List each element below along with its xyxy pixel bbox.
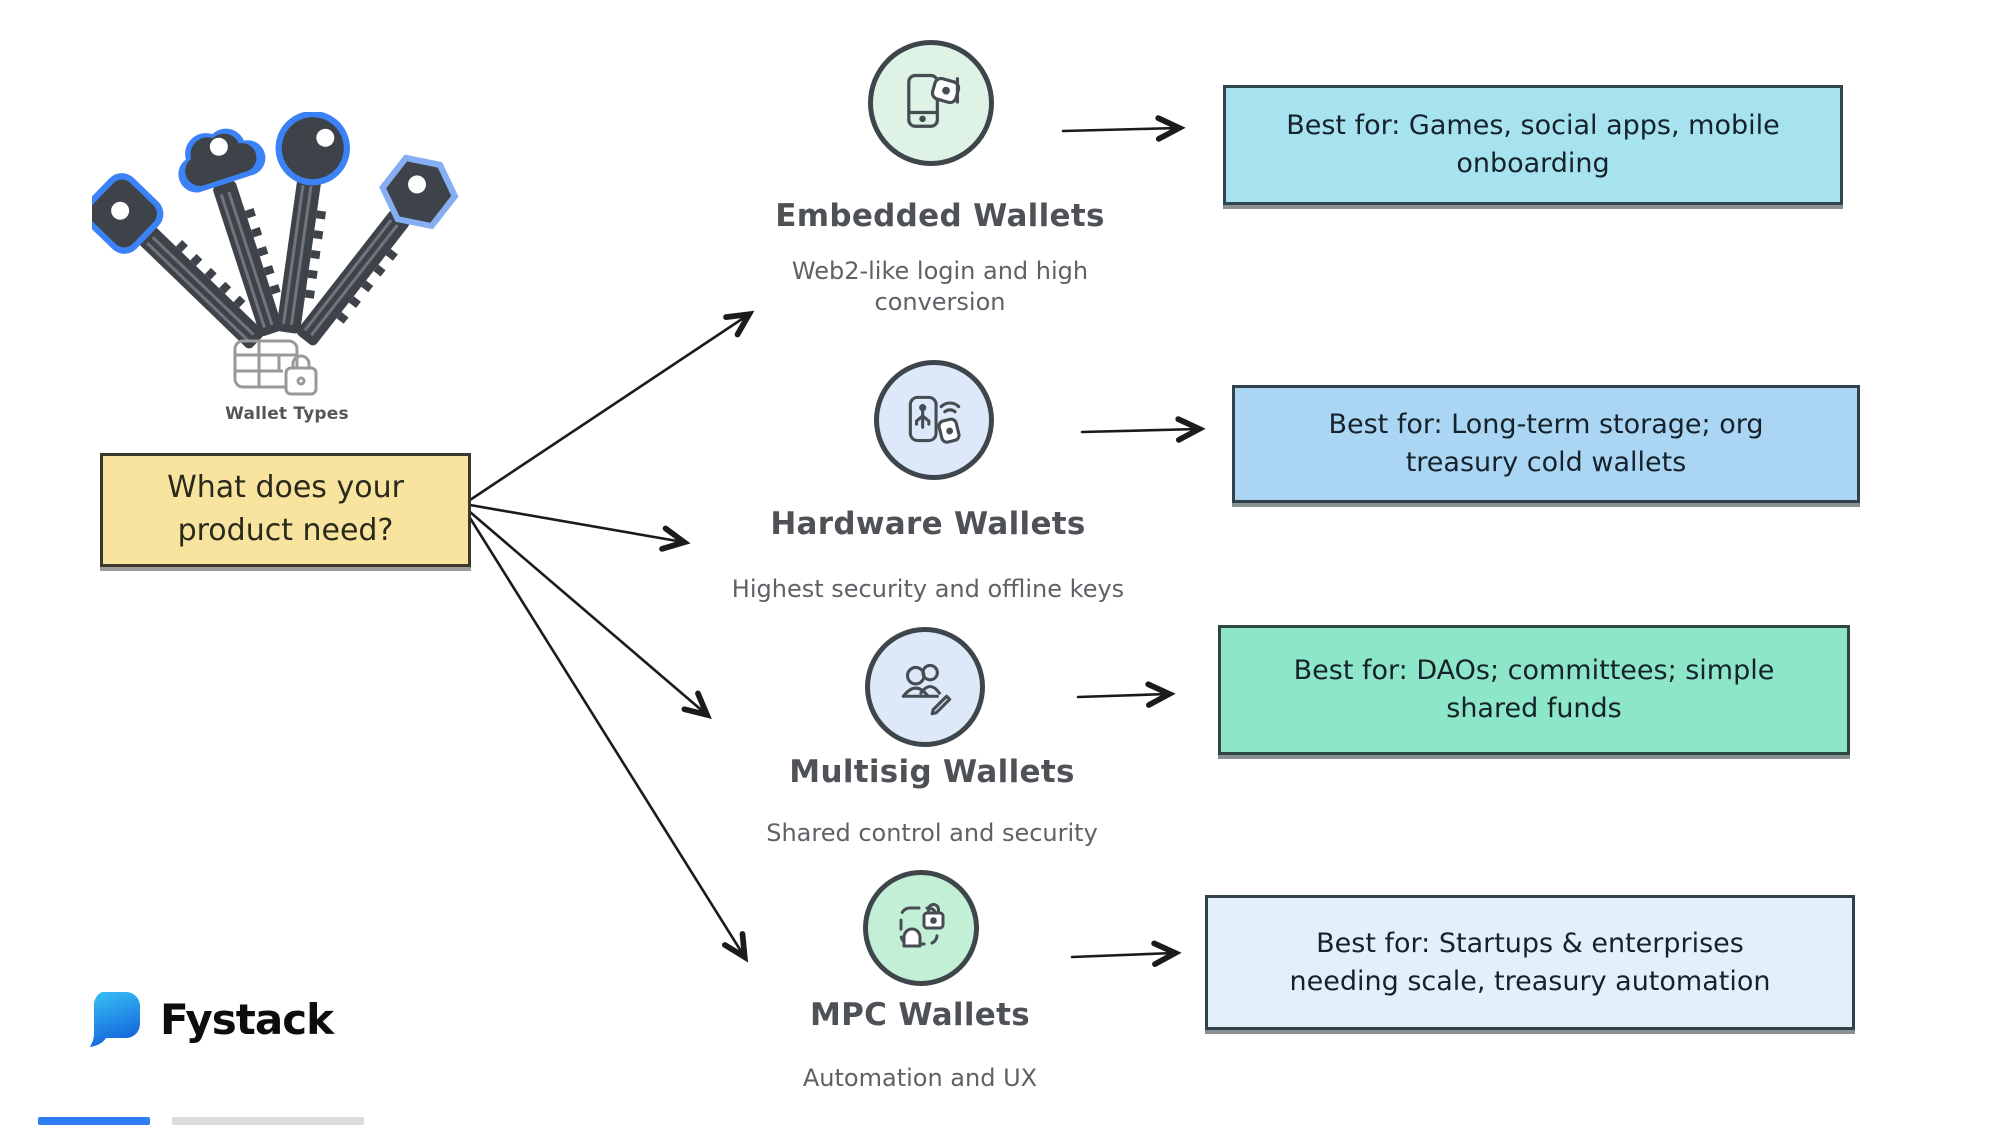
embedded-title: Embedded Wallets bbox=[775, 198, 1105, 234]
multisig-title: Multisig Wallets bbox=[789, 754, 1075, 790]
footer-bar-1 bbox=[172, 1117, 364, 1125]
fystack-logo-icon bbox=[90, 992, 140, 1047]
best-for-box-hardware: Best for: Long-term storage; org treasur… bbox=[1232, 385, 1860, 503]
keys-icon bbox=[92, 112, 459, 349]
best-for-text-hardware: Best for: Long-term storage; org treasur… bbox=[1328, 409, 1764, 478]
multisig-subtitle: Shared control and security bbox=[766, 819, 1098, 847]
lock-shares-icon bbox=[899, 903, 945, 948]
best-for-text-multisig: Best for: DAOs; committees; simple share… bbox=[1293, 655, 1775, 724]
keys-illustration: Wallet Types bbox=[92, 112, 482, 442]
wallet-grid-lock-icon bbox=[233, 339, 318, 396]
best-for-box-mpc: Best for: Startups & enterprises needing… bbox=[1205, 895, 1855, 1030]
mpc-subtitle: Automation and UX bbox=[802, 1064, 1038, 1092]
footer-bar-0 bbox=[38, 1117, 150, 1125]
best-for-box-embedded: Best for: Games, social apps, mobile onb… bbox=[1223, 85, 1843, 205]
best-for-box-multisig: Best for: DAOs; committees; simple share… bbox=[1218, 625, 1850, 755]
best-for-text-embedded: Best for: Games, social apps, mobile onb… bbox=[1286, 110, 1780, 179]
question-box-text: What does your product need? bbox=[167, 470, 404, 548]
hardware-title: Hardware Wallets bbox=[770, 506, 1086, 542]
mpc-icon-circle bbox=[863, 870, 979, 986]
best-for-text-mpc: Best for: Startups & enterprises needing… bbox=[1289, 927, 1771, 997]
usb-device-wifi-icon bbox=[908, 395, 961, 444]
phone-wallet-icon bbox=[907, 73, 961, 128]
question-box: What does your product need? bbox=[100, 453, 471, 567]
embedded-subtitle: Web2-like login and high conversion bbox=[791, 257, 1089, 317]
wallet-types-label: Wallet Types bbox=[225, 404, 349, 424]
hardware-icon-circle bbox=[874, 360, 994, 480]
two-users-pen-icon bbox=[901, 663, 952, 716]
multisig-icon-circle bbox=[865, 627, 985, 747]
embedded-icon-circle bbox=[868, 40, 994, 166]
brand-name: Fystack bbox=[160, 995, 334, 1044]
hardware-subtitle: Highest security and offline keys bbox=[731, 575, 1125, 603]
mpc-title: MPC Wallets bbox=[810, 997, 1030, 1033]
